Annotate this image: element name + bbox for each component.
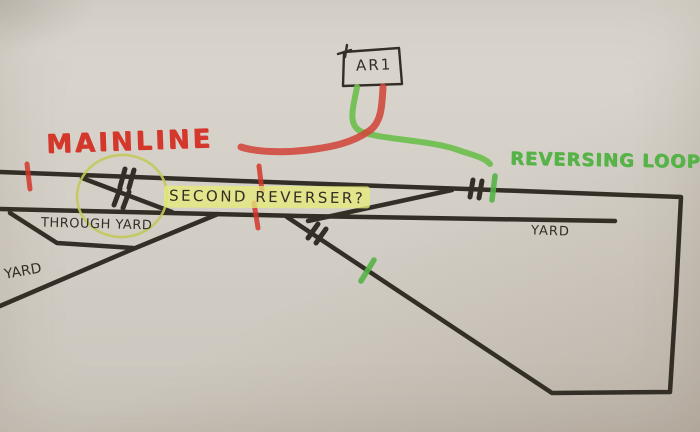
ar1-box [336,43,404,88]
mainline-and-loop-track [0,169,684,396]
green-gap-mark-mainline [489,173,498,203]
ar1-wire-green [349,84,493,167]
reversing-loop-label: REVERSING LOOP [509,148,700,173]
yard-right-label: YARD [530,223,571,240]
green-gap-mark-loop-diagonal [358,257,377,284]
ar1-wire-red [237,83,387,156]
through-yard-siding-track [7,210,136,251]
second-reverser-highlight: SECOND REVERSER? [168,186,366,208]
gap-marks-mainline-circle [117,166,137,191]
gap-marks-mainline-loop-entry [467,177,485,201]
gap-marks-loop-diagonal [305,221,329,246]
second-reverser-label: SECOND REVERSER? [169,187,365,208]
red-gap-mark-left-mainline [24,161,33,192]
yard-track [0,206,618,224]
ar1-device-label: AR1 [355,55,393,75]
connector-track [305,187,455,224]
mainline-label: MAINLINE [45,124,214,160]
gap-marks-crossover-circle [111,186,132,211]
yard-lead-track [0,211,221,309]
through-yard-label: THROUGH YARD [40,215,153,234]
